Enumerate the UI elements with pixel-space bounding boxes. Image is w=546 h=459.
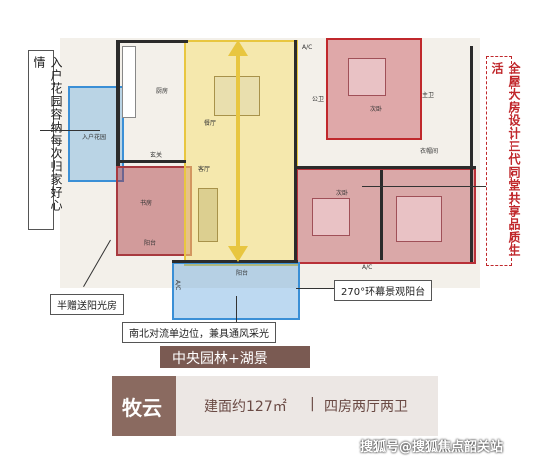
band-text: 中央园林+湖景 [172,351,268,367]
ac-label-2: A/C [362,264,373,271]
study-label: 书房 [140,200,153,207]
kitchen-label: 厨房 [156,88,169,95]
left-balcony-label: 阳台 [144,240,157,247]
divider: | [310,396,315,412]
area-text: 建面约127㎡ [204,399,287,415]
logo-text: 牧云 [122,396,162,420]
watermark: 搜狐号@搜狐焦点韶关站 [360,440,504,455]
bedroom-label: 次卧 [336,190,349,197]
balcony-callout: 270°环幕景观阳台 [334,280,433,301]
logo-block [112,376,176,436]
layout-text: 四房两厅两卫 [324,399,408,415]
left-note-box [28,50,54,230]
entry-garden-label: 入户花园 [82,134,107,141]
sofa [198,188,218,242]
public-bath-label: 公卫 [312,96,325,103]
main-balcony-label: 阳台 [236,270,249,277]
ac-label-1: A/C [302,44,313,51]
kitchen-counter [122,46,136,118]
sunroom-callout-text: 半赠送阳光房 [57,301,117,312]
sunroom-callout: 半赠送阳光房 [50,294,124,315]
info-block [176,376,438,436]
cloak-label: 衣帽间 [420,148,439,155]
balcony-callout-text: 270°环幕景观阳台 [341,287,426,298]
living-label: 客厅 [198,166,211,173]
study-zone [116,166,192,256]
ac-label-3: A/C [174,280,181,291]
master-bed [348,58,386,96]
third-bed [312,198,350,236]
foyer-label: 玄关 [150,152,163,159]
master-bath-label: 主卫 [422,92,435,99]
band [160,346,310,368]
center-callout: 南北对流单边位，兼具通风采光 [122,322,276,343]
master-bed-label: 次卧 [370,106,383,113]
second-bed [396,196,442,242]
entry-garden-zone [68,86,124,182]
right-note-box [486,56,512,266]
left-note: 入户花园容纳每次归家好心情 [32,56,63,212]
right-note: 全屋大房设计三代同堂共享品质生活 [490,62,521,257]
dining-label: 餐厅 [204,120,217,127]
center-callout-text: 南北对流单边位，兼具通风采光 [129,329,269,340]
ventilation-arrow [228,40,248,262]
